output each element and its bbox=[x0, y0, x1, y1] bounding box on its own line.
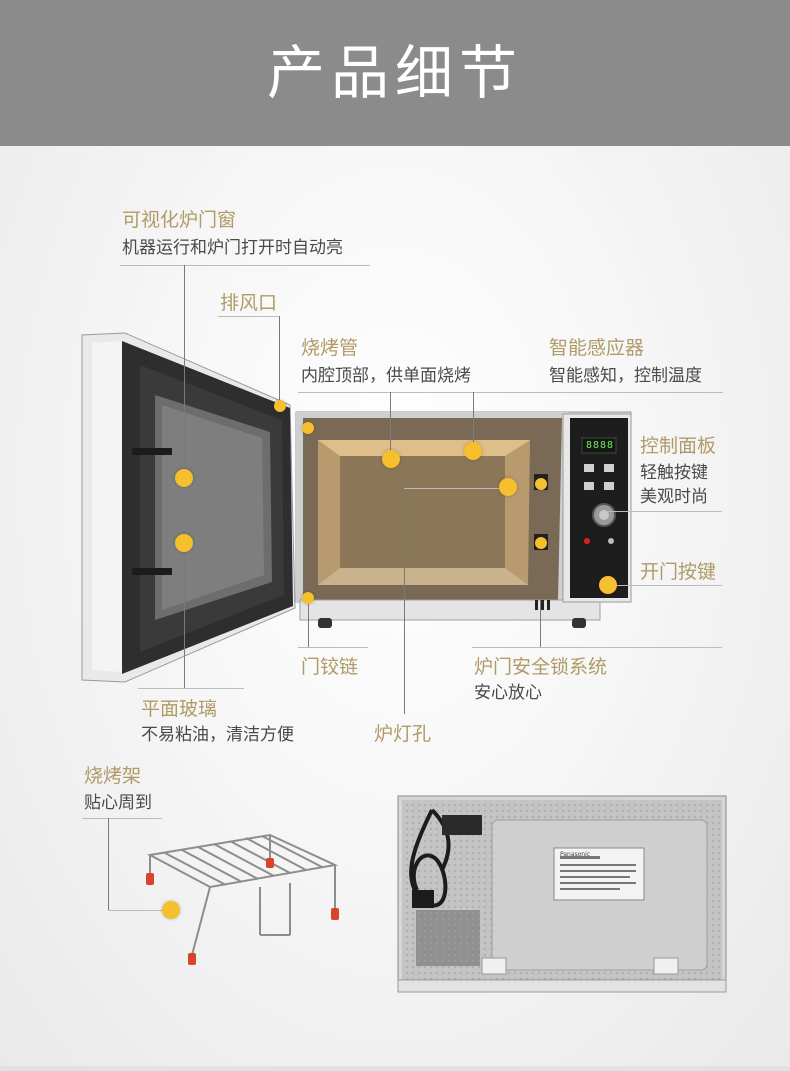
label-rack-title: 烧烤架 bbox=[84, 765, 142, 787]
grill-rack-illustration bbox=[146, 833, 339, 965]
hotspot-hinge-top[interactable] bbox=[302, 422, 314, 434]
label-window-title: 可视化炉门窗 bbox=[122, 209, 237, 231]
hotspot-lamp[interactable] bbox=[499, 478, 517, 496]
hotspot-lock-top[interactable] bbox=[535, 478, 547, 490]
leader-sensor-v bbox=[473, 392, 474, 452]
label-grill-desc: 内腔顶部，供单面烧烤 bbox=[301, 366, 471, 386]
leader-lamp-h bbox=[404, 488, 508, 489]
leader-lamp-v bbox=[404, 488, 405, 714]
hotspot-door-button[interactable] bbox=[599, 576, 617, 594]
leader-door-button-h bbox=[608, 585, 722, 586]
label-glass-desc: 不易粘油，清洁方便 bbox=[141, 725, 294, 745]
hotspot-glass[interactable] bbox=[175, 534, 193, 552]
leader-glass-h bbox=[138, 688, 244, 689]
leader-window-v bbox=[184, 265, 185, 475]
label-panel-desc2: 美观时尚 bbox=[640, 487, 708, 507]
leader-panel-h bbox=[606, 511, 722, 512]
rear-label-brand: Panasonic bbox=[560, 851, 591, 858]
label-window-desc: 机器运行和炉门打开时自动亮 bbox=[122, 238, 343, 258]
leader-lock-v bbox=[540, 600, 541, 648]
leader-glass-v bbox=[184, 545, 185, 688]
hotspot-lock-bottom[interactable] bbox=[535, 537, 547, 549]
label-hinge-title: 门铰链 bbox=[301, 656, 359, 678]
label-sensor-desc: 智能感知，控制温度 bbox=[549, 366, 702, 386]
leader-vent-v bbox=[279, 316, 280, 402]
hotspot-vent[interactable] bbox=[274, 400, 286, 412]
leader-lock-h bbox=[472, 647, 722, 648]
hotspot-window[interactable] bbox=[175, 469, 193, 487]
hotspot-hinge-bottom[interactable] bbox=[302, 592, 314, 604]
leader-grill-h bbox=[298, 392, 490, 393]
label-lock-desc: 安心放心 bbox=[474, 683, 542, 703]
label-door-button-title: 开门按键 bbox=[640, 561, 717, 583]
hotspot-grill-tube[interactable] bbox=[382, 450, 400, 468]
label-vent-title: 排风口 bbox=[220, 292, 278, 314]
hotspot-sensor[interactable] bbox=[464, 442, 482, 460]
leader-grill-v bbox=[390, 392, 391, 452]
page-title: 产品细节 bbox=[266, 39, 523, 107]
display-readout: 8888 bbox=[585, 440, 615, 451]
microwave-rear-illustration bbox=[397, 795, 727, 993]
leader-hinge-v bbox=[308, 600, 309, 648]
label-lock-title: 炉门安全锁系统 bbox=[474, 656, 608, 678]
label-rack-desc: 贴心周到 bbox=[84, 793, 152, 813]
leader-hinge-h bbox=[298, 647, 368, 648]
leader-window-h bbox=[120, 265, 370, 266]
leader-vent-h bbox=[218, 316, 280, 317]
label-panel-desc1: 轻触按键 bbox=[640, 463, 708, 483]
microwave-front-illustration bbox=[81, 332, 632, 683]
label-sensor-title: 智能感应器 bbox=[549, 337, 645, 359]
leader-rack-h2 bbox=[108, 910, 162, 911]
header-bar: 产品细节 bbox=[0, 0, 790, 146]
label-lamp-title: 炉灯孔 bbox=[374, 723, 432, 745]
label-grill-title: 烧烤管 bbox=[301, 337, 359, 359]
hotspot-rack[interactable] bbox=[162, 901, 180, 919]
leader-rack-v bbox=[108, 818, 109, 910]
leader-rack-h bbox=[82, 818, 162, 819]
label-panel-title: 控制面板 bbox=[640, 435, 717, 457]
leader-sensor-h bbox=[473, 392, 723, 393]
label-glass-title: 平面玻璃 bbox=[141, 698, 218, 720]
page-bottom-strip bbox=[0, 1066, 790, 1071]
